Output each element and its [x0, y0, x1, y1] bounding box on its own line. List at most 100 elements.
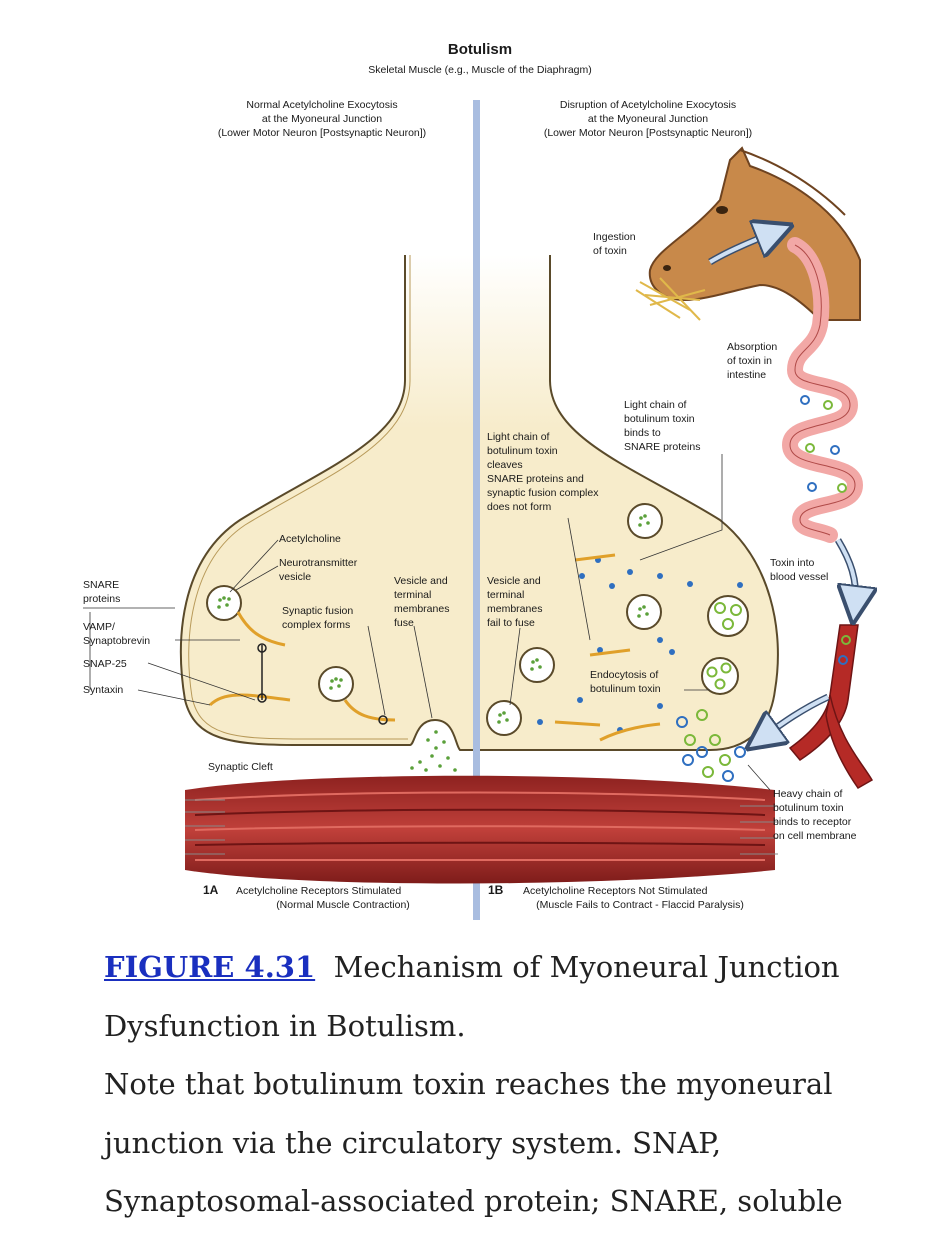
toxin-light-chains — [537, 557, 743, 733]
label-line: membranes — [487, 603, 542, 615]
label-absorption: Absorption of toxin in intestine — [727, 341, 777, 381]
terminal-inner-membrane — [188, 255, 411, 740]
label-line: SNARE proteins — [624, 441, 700, 453]
label-line: Light chain of — [487, 431, 550, 443]
panel-line: Acetylcholine Receptors Stimulated — [236, 885, 401, 897]
label-line: Light chain of — [624, 399, 687, 411]
label-line: Toxin into — [770, 557, 815, 569]
label-vesicle-fail: Vesicle and terminal membranes fail to f… — [487, 575, 542, 629]
label-line: botulinum toxin — [773, 802, 844, 814]
botulism-figure: Botulism Skeletal Muscle (e.g., Muscle o… — [83, 41, 932, 920]
label-line: intestine — [727, 369, 766, 381]
label-line: Vesicle and — [487, 575, 541, 587]
hay-straws — [635, 277, 706, 321]
label-line: Vesicle and — [394, 575, 448, 587]
abbr-snare-def: , soluble — [718, 1184, 843, 1218]
panel-id: 1A — [203, 883, 219, 897]
label-line: botulinum toxin — [624, 413, 695, 425]
figure-caption: FIGURE 4.31 Mechanism of Myoneural Junct… — [104, 938, 904, 1231]
muscle-fiber — [185, 775, 775, 884]
caption-note: Note that botulinum toxin reaches the my… — [104, 1067, 833, 1160]
vesicle — [627, 503, 663, 539]
label-line: cleaves — [487, 459, 523, 471]
muscle-end-lines — [185, 799, 778, 855]
label-line: SNARE proteins and — [487, 473, 584, 485]
label-line: of toxin — [593, 245, 627, 257]
caption-note-paragraph: Note that botulinum toxin reaches the my… — [104, 1055, 904, 1231]
label-line: Neurotransmitter — [279, 557, 358, 569]
vesicle — [318, 666, 354, 702]
label-line: synaptic fusion complex — [487, 487, 599, 499]
leader-lines — [89, 454, 771, 791]
label-line: binds to — [624, 427, 661, 439]
label-line: of toxin in — [727, 355, 772, 367]
left-header: Normal Acetylcholine Exocytosis at the M… — [218, 99, 426, 139]
figure-subtitle: Skeletal Muscle (e.g., Muscle of the Dia… — [368, 64, 592, 76]
abbr-snap: SNAP — [632, 1125, 712, 1160]
label-line: binds to receptor — [773, 816, 852, 828]
label-ingestion: Ingestion of toxin — [593, 231, 636, 257]
left-vesicle-contents — [217, 596, 343, 690]
toxin-in-vessel — [838, 635, 851, 665]
label-light-chain-binds: Light chain of botulinum toxin binds to … — [624, 399, 700, 453]
caption-title: Mechanism of Myoneural Junction Dysfunct… — [104, 950, 840, 1043]
acetylcholine-release — [410, 730, 457, 772]
label-line: Ingestion — [593, 231, 636, 243]
label-synaptic-cleft: Synaptic Cleft — [208, 761, 273, 773]
right-header-line: Disruption of Acetylcholine Exocytosis — [560, 99, 736, 111]
label-line: on cell membrane — [773, 830, 857, 842]
label-line: fuse — [394, 617, 414, 629]
label-endocytosis: Endocytosis of botulinum toxin — [590, 669, 661, 695]
label-light-chain-cleaves: Light chain of botulinum toxin cleaves S… — [487, 431, 599, 513]
panel-line: (Muscle Fails to Contract - Flaccid Para… — [536, 899, 744, 911]
label-line: botulinum toxin — [487, 445, 558, 457]
panel-1b-caption: 1B Acetylcholine Receptors Not Stimulate… — [488, 883, 744, 911]
nerve-terminal-outline — [179, 255, 779, 751]
label-line: VAMP/ — [83, 621, 115, 633]
left-vesicles — [206, 585, 354, 702]
label-line: does not form — [487, 501, 551, 513]
label-line: proteins — [83, 593, 120, 605]
right-header-line: at the Myoneural Junction — [588, 113, 708, 125]
right-vesicle-contents — [497, 514, 650, 724]
label-line: Synaptic fusion — [282, 605, 353, 617]
left-header-line: (Lower Motor Neuron [Postsynaptic Neuron… — [218, 127, 426, 139]
figure-link[interactable]: FIGURE 4.31 — [104, 950, 316, 984]
label-heavy-chain: Heavy chain of botulinum toxin binds to … — [773, 788, 857, 842]
botulism-diagram: Botulism Skeletal Muscle (e.g., Muscle o… — [83, 41, 932, 920]
snare-connectors — [257, 643, 388, 725]
label-syntaxin: Syntaxin — [83, 684, 123, 696]
cleaved-snare-fragments — [554, 553, 661, 742]
label-line: Endocytosis of — [590, 669, 658, 681]
label-line: blood vessel — [770, 571, 828, 583]
label-toxin-blood: Toxin into blood vessel — [770, 557, 828, 583]
vesicle — [519, 647, 555, 683]
toxin-in-endosomes — [706, 602, 742, 690]
panel-line: (Normal Muscle Contraction) — [276, 899, 410, 911]
vesicle — [626, 594, 662, 630]
label-vesicle-fuse: Vesicle and terminal membranes fuse — [394, 575, 449, 629]
abbr-snare: SNARE — [609, 1184, 719, 1218]
right-vesicles — [486, 503, 749, 736]
label-line: SNARE — [83, 579, 119, 591]
label-line: Absorption — [727, 341, 777, 353]
heavy-chain-toxins — [676, 709, 746, 782]
label-line: botulinum toxin — [590, 683, 661, 695]
label-line: Synaptobrevin — [83, 635, 150, 647]
label-line: terminal — [394, 589, 431, 601]
caption-title-paragraph: FIGURE 4.31 Mechanism of Myoneural Junct… — [104, 938, 904, 1055]
label-line: vesicle — [279, 571, 311, 583]
label-line: fail to fuse — [487, 617, 535, 629]
label-fusion-complex: Synaptic fusion complex forms — [282, 605, 353, 631]
label-snap25: SNAP-25 — [83, 658, 127, 670]
label-line: terminal — [487, 589, 524, 601]
right-header: Disruption of Acetylcholine Exocytosis a… — [544, 99, 752, 139]
figure-title: Botulism — [448, 41, 512, 58]
blood-vessel — [788, 624, 859, 761]
panel-1a-caption: 1A Acetylcholine Receptors Stimulated (N… — [203, 883, 410, 911]
label-snare-proteins: SNARE proteins — [83, 579, 120, 605]
panel-line: Acetylcholine Receptors Not Stimulated — [523, 885, 708, 897]
label-line: Heavy chain of — [773, 788, 843, 800]
label-neurotransmitter-vesicle: Neurotransmitter vesicle — [279, 557, 358, 583]
vesicle — [486, 700, 522, 736]
